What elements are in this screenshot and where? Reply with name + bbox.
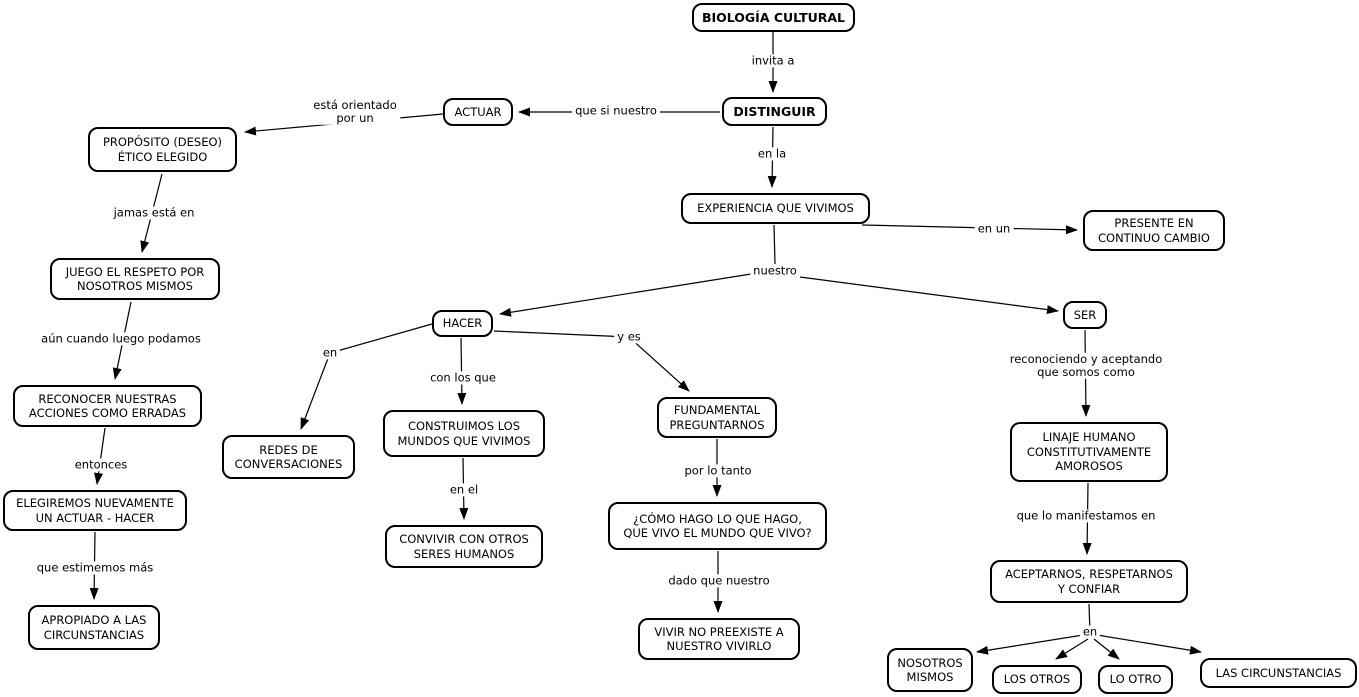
connector-line xyxy=(773,224,776,265)
node-distinguir[interactable]: DISTINGUIR xyxy=(722,97,827,126)
link-label-dado-que-nuestro: dado que nuestro xyxy=(665,574,773,588)
connector-line xyxy=(1093,638,1120,660)
node-los-otros[interactable]: LOS OTROS xyxy=(992,665,1082,694)
link-label-en-el: en el xyxy=(446,483,482,497)
connector-line xyxy=(499,273,752,317)
connector-line xyxy=(799,276,1059,315)
node-lo-otro[interactable]: LO OTRO xyxy=(1098,665,1173,694)
node-reconocer-acciones[interactable]: RECONOCER NUESTRAS ACCIONES COMO ERRADAS xyxy=(13,385,202,427)
link-label-que-lo-manifestamos: que lo manifestamos en xyxy=(1013,509,1159,523)
link-label-jamas-esta-en: jamas está en xyxy=(110,206,198,220)
link-label-esta-orientado: está orientado por un xyxy=(310,98,400,126)
link-label-en-hacer: en xyxy=(319,346,341,360)
node-como-hago[interactable]: ¿CÓMO HAGO LO QUE HAGO, QUE VIVO EL MUND… xyxy=(608,502,827,550)
node-actuar[interactable]: ACTUAR xyxy=(443,98,513,126)
node-experiencia[interactable]: EXPERIENCIA QUE VIVIMOS xyxy=(681,193,870,224)
connector-line xyxy=(457,337,467,405)
connector-line xyxy=(976,634,1084,655)
node-linaje-humano[interactable]: LINAJE HUMANO CONSTITUTIVAMENTE AMOROSOS xyxy=(1010,422,1168,482)
link-label-en-ser: en xyxy=(1079,625,1101,639)
node-nosotros-mismos[interactable]: NOSOTROS MISMOS xyxy=(887,648,973,692)
link-label-que-estimemos: que estimemos más xyxy=(33,561,157,575)
link-label-que-si-nuestro: que si nuestro xyxy=(572,104,660,118)
node-aceptarnos[interactable]: ACEPTARNOS, RESPETARNOS Y CONFIAR xyxy=(990,560,1188,603)
connector-line xyxy=(861,224,1078,235)
link-label-invita-a: invita a xyxy=(748,54,798,68)
node-juego-respeto[interactable]: JUEGO EL RESPETO POR NOSOTROS MISMOS xyxy=(50,258,220,300)
node-fundamental-preguntarnos[interactable]: FUNDAMENTAL PREGUNTARNOS xyxy=(657,397,777,438)
connector-line xyxy=(1096,634,1202,655)
link-label-reconociendo: reconociendo y aceptando que somos como xyxy=(1006,352,1166,380)
node-elegiremos-actuar[interactable]: ELEGIREMOS NUEVAMENTE UN ACTUAR - HACER xyxy=(3,490,187,531)
link-label-aun-cuando: aún cuando luego podamos xyxy=(38,332,204,346)
link-label-con-los-que: con los que xyxy=(427,371,499,385)
node-convivir-seres[interactable]: CONVIVIR CON OTROS SERES HUMANOS xyxy=(385,525,543,568)
node-biologia-cultural[interactable]: BIOLOGÍA CULTURAL xyxy=(692,3,855,32)
node-presente-cambio[interactable]: PRESENTE EN CONTINUO CAMBIO xyxy=(1083,210,1225,251)
link-label-entonces: entonces xyxy=(71,458,131,472)
node-construimos-mundos[interactable]: CONSTRUIMOS LOS MUNDOS QUE VIVIMOS xyxy=(383,410,545,457)
connector-line xyxy=(1055,638,1089,660)
node-hacer[interactable]: HACER xyxy=(432,310,493,337)
link-label-por-lo-tanto: por lo tanto xyxy=(681,464,755,478)
node-ser[interactable]: SER xyxy=(1063,301,1107,329)
node-vivir-no-preexiste[interactable]: VIVIR NO PREEXISTE A NUESTRO VIVIRLO xyxy=(638,618,800,660)
node-las-circunstancias[interactable]: LAS CIRCUNSTANCIAS xyxy=(1200,658,1357,688)
link-label-en-un: en un xyxy=(974,222,1014,236)
link-label-en-la: en la xyxy=(754,147,790,161)
connector-line xyxy=(493,330,690,392)
node-proposito-etico[interactable]: PROPÓSITO (DESEO) ÉTICO ELEGIDO xyxy=(88,127,237,172)
link-label-nuestro: nuestro xyxy=(750,264,800,278)
link-label-y-es: y es xyxy=(614,330,644,344)
node-redes-conversaciones[interactable]: REDES DE CONVERSACIONES xyxy=(222,435,355,479)
node-apropiado[interactable]: APROPIADO A LAS CIRCUNSTANCIAS xyxy=(28,605,160,650)
connector-line xyxy=(94,427,106,485)
